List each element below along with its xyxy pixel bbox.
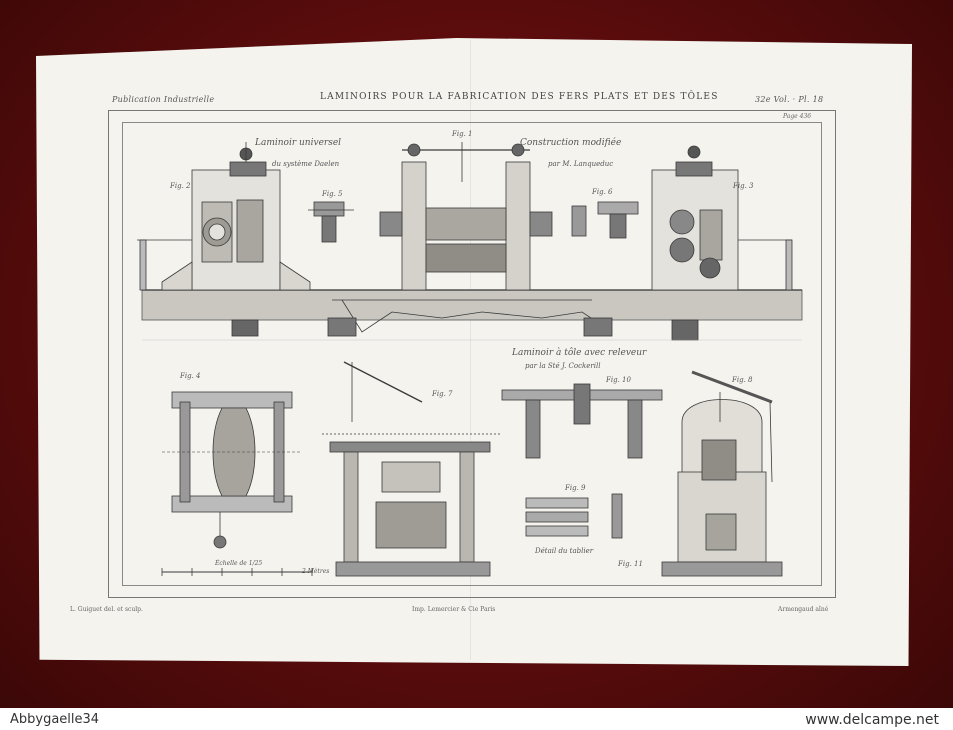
plate-frame-outer xyxy=(108,110,836,598)
caption-universal-mill: Laminoir universel xyxy=(255,138,342,148)
fig-label: Fig. 11 xyxy=(618,560,643,568)
publication-header: Publication Industrielle xyxy=(112,95,215,104)
fig-label: Fig. 3 xyxy=(733,182,754,190)
caption-scale-end: 2 Mètres xyxy=(302,568,330,575)
seller-watermark: Abbygaelle34 xyxy=(10,712,100,727)
fig3-modified-mill-stand xyxy=(651,145,793,341)
fig10-plan xyxy=(501,383,663,459)
caption-sheet-mill: Laminoir à tôle avec releveur xyxy=(512,348,647,358)
page-reference: Page 436 xyxy=(783,113,812,120)
fig8-side-elevation xyxy=(661,370,783,577)
scale-bar xyxy=(161,568,313,576)
caption-modified-by: par M. Lanqueduc xyxy=(548,160,614,168)
caption-universal-system: du système Daelen xyxy=(272,160,340,168)
fig1-universal-mill-stand xyxy=(137,142,311,337)
paper-fold-crease xyxy=(470,40,471,660)
publisher-credit: Armengaud aîné xyxy=(778,606,829,613)
fig-label: Fig. 10 xyxy=(606,376,631,384)
fig1-central-elevation xyxy=(327,142,613,337)
foundation-slab xyxy=(141,289,803,321)
fig-label: Fig. 6 xyxy=(592,188,613,196)
fig-label: Fig. 4 xyxy=(180,372,201,380)
fig11-apron-detail xyxy=(525,493,623,539)
fig-label: Fig. 7 xyxy=(432,390,453,398)
engraver-credit: L. Guiguet del. et sculp. xyxy=(70,606,143,613)
caption-scale: Échelle de 1/25 xyxy=(215,560,263,567)
fig-label: Fig. 2 xyxy=(170,182,191,190)
rolling-mill-engraving xyxy=(137,142,803,577)
fig7-sheet-mill-elevation xyxy=(322,361,502,577)
caption-apron-detail: Détail du tablier xyxy=(535,547,594,555)
volume-plate-number: 32e Vol. · Pl. 18 xyxy=(755,95,824,104)
fig5-detail xyxy=(308,201,354,243)
printer-credit: Imp. Lemercier & Cie Paris xyxy=(412,606,496,613)
fig-label: Fig. 5 xyxy=(322,190,343,198)
fig-label: Fig. 1 xyxy=(452,130,473,138)
plate-frame-inner xyxy=(122,122,822,586)
caption-sheet-mill-maker: par la Sté J. Cockerill xyxy=(525,362,601,370)
caption-modified-construction: Construction modifiée xyxy=(520,138,622,148)
fig-label: Fig. 9 xyxy=(565,484,586,492)
fig-label: Fig. 8 xyxy=(732,376,753,384)
fig4-plan-view xyxy=(162,391,302,549)
fig6-detail xyxy=(571,201,639,239)
watermark-bar xyxy=(0,708,953,730)
site-watermark: www.delcampe.net xyxy=(805,712,939,728)
plate-title: LAMINOIRS POUR LA FABRICATION DES FERS P… xyxy=(320,92,719,102)
